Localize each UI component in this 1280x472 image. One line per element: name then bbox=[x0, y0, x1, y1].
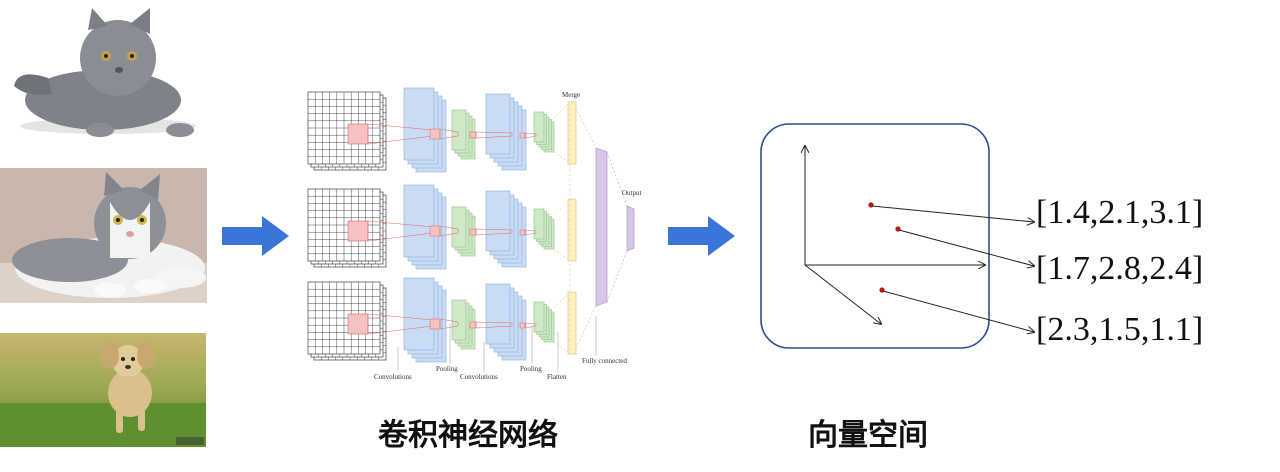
receptive-field bbox=[429, 128, 441, 140]
vector-point bbox=[868, 202, 874, 208]
merge-label: Merge bbox=[562, 91, 580, 99]
cnn-caption: 卷积神经网络 bbox=[378, 418, 558, 453]
receptive-field bbox=[469, 321, 477, 329]
cat-photo-2 bbox=[0, 168, 207, 303]
convolutions-label: Convolutions bbox=[374, 373, 412, 381]
conv-feature-map bbox=[485, 93, 511, 155]
vector-space-caption: 向量空间 bbox=[808, 418, 928, 453]
pool-projection bbox=[439, 318, 459, 330]
conv-feature-map bbox=[403, 87, 435, 161]
vector-label: [1.7,2.8,2.4] bbox=[1036, 250, 1204, 287]
flatten-projection bbox=[553, 248, 569, 260]
conv-feature-map bbox=[403, 277, 435, 351]
flatten-projection bbox=[553, 200, 569, 216]
flow-arrow-right bbox=[222, 216, 289, 256]
pooling-label: Pooling bbox=[436, 365, 458, 373]
conv-feature-map bbox=[485, 190, 511, 252]
conv-feature-map bbox=[403, 184, 435, 258]
flatten-projection bbox=[553, 293, 569, 309]
conv-projection bbox=[475, 321, 513, 329]
pooling-feature-map bbox=[451, 109, 467, 151]
cnn-branches bbox=[307, 87, 577, 363]
receptive-field bbox=[347, 220, 369, 242]
receptive-field bbox=[519, 132, 526, 139]
cat-photo-1 bbox=[8, 8, 200, 140]
pooling-feature-map bbox=[533, 111, 545, 143]
pool-projection bbox=[439, 225, 459, 237]
pooling-label: Pooling bbox=[520, 365, 542, 373]
pool-projection bbox=[524, 132, 537, 139]
vector-space-frame bbox=[760, 123, 990, 349]
conv-projection bbox=[475, 131, 513, 139]
fully-connected-layer bbox=[569, 104, 635, 352]
pool-projection bbox=[524, 322, 537, 329]
receptive-field bbox=[429, 318, 441, 330]
receptive-field bbox=[519, 322, 526, 329]
pooling-feature-map bbox=[533, 208, 545, 240]
pool-projection bbox=[524, 229, 537, 236]
receptive-field bbox=[469, 131, 477, 139]
receptive-field bbox=[519, 229, 526, 236]
flatten-layer bbox=[567, 198, 577, 262]
pooling-feature-map bbox=[451, 299, 467, 341]
pooling-feature-map bbox=[451, 206, 467, 248]
flatten-projection bbox=[553, 151, 569, 163]
receptive-field bbox=[347, 313, 369, 335]
conv-feature-map bbox=[485, 283, 511, 345]
receptive-field bbox=[429, 225, 441, 237]
flatten-layer bbox=[567, 291, 577, 355]
pool-projection bbox=[439, 128, 459, 140]
cnn-architecture-diagram: Merge Output Convolutions Pooling Convol… bbox=[307, 87, 642, 381]
cnn-label-leaders bbox=[397, 316, 597, 372]
vector-point bbox=[879, 287, 885, 293]
vector-label: [1.4,2.1,3.1] bbox=[1036, 194, 1204, 231]
receptive-field bbox=[469, 228, 477, 236]
fully-connected-label: Fully connected bbox=[582, 357, 627, 365]
flow-arrow-right bbox=[668, 216, 735, 256]
vector-label: [2.3,1.5,1.1] bbox=[1036, 311, 1204, 348]
axis-z bbox=[804, 264, 881, 324]
output-label: Output bbox=[622, 189, 642, 197]
flatten-projection bbox=[553, 103, 569, 119]
flatten-label: Flatten bbox=[547, 373, 567, 381]
pooling-feature-map bbox=[533, 301, 545, 333]
receptive-field bbox=[347, 123, 369, 145]
dog-photo bbox=[0, 333, 206, 447]
convolutions-label: Convolutions bbox=[460, 373, 498, 381]
vector-point bbox=[895, 226, 901, 232]
flatten-layer bbox=[567, 101, 577, 165]
conv-projection bbox=[475, 228, 513, 236]
flatten-projection bbox=[553, 341, 569, 353]
